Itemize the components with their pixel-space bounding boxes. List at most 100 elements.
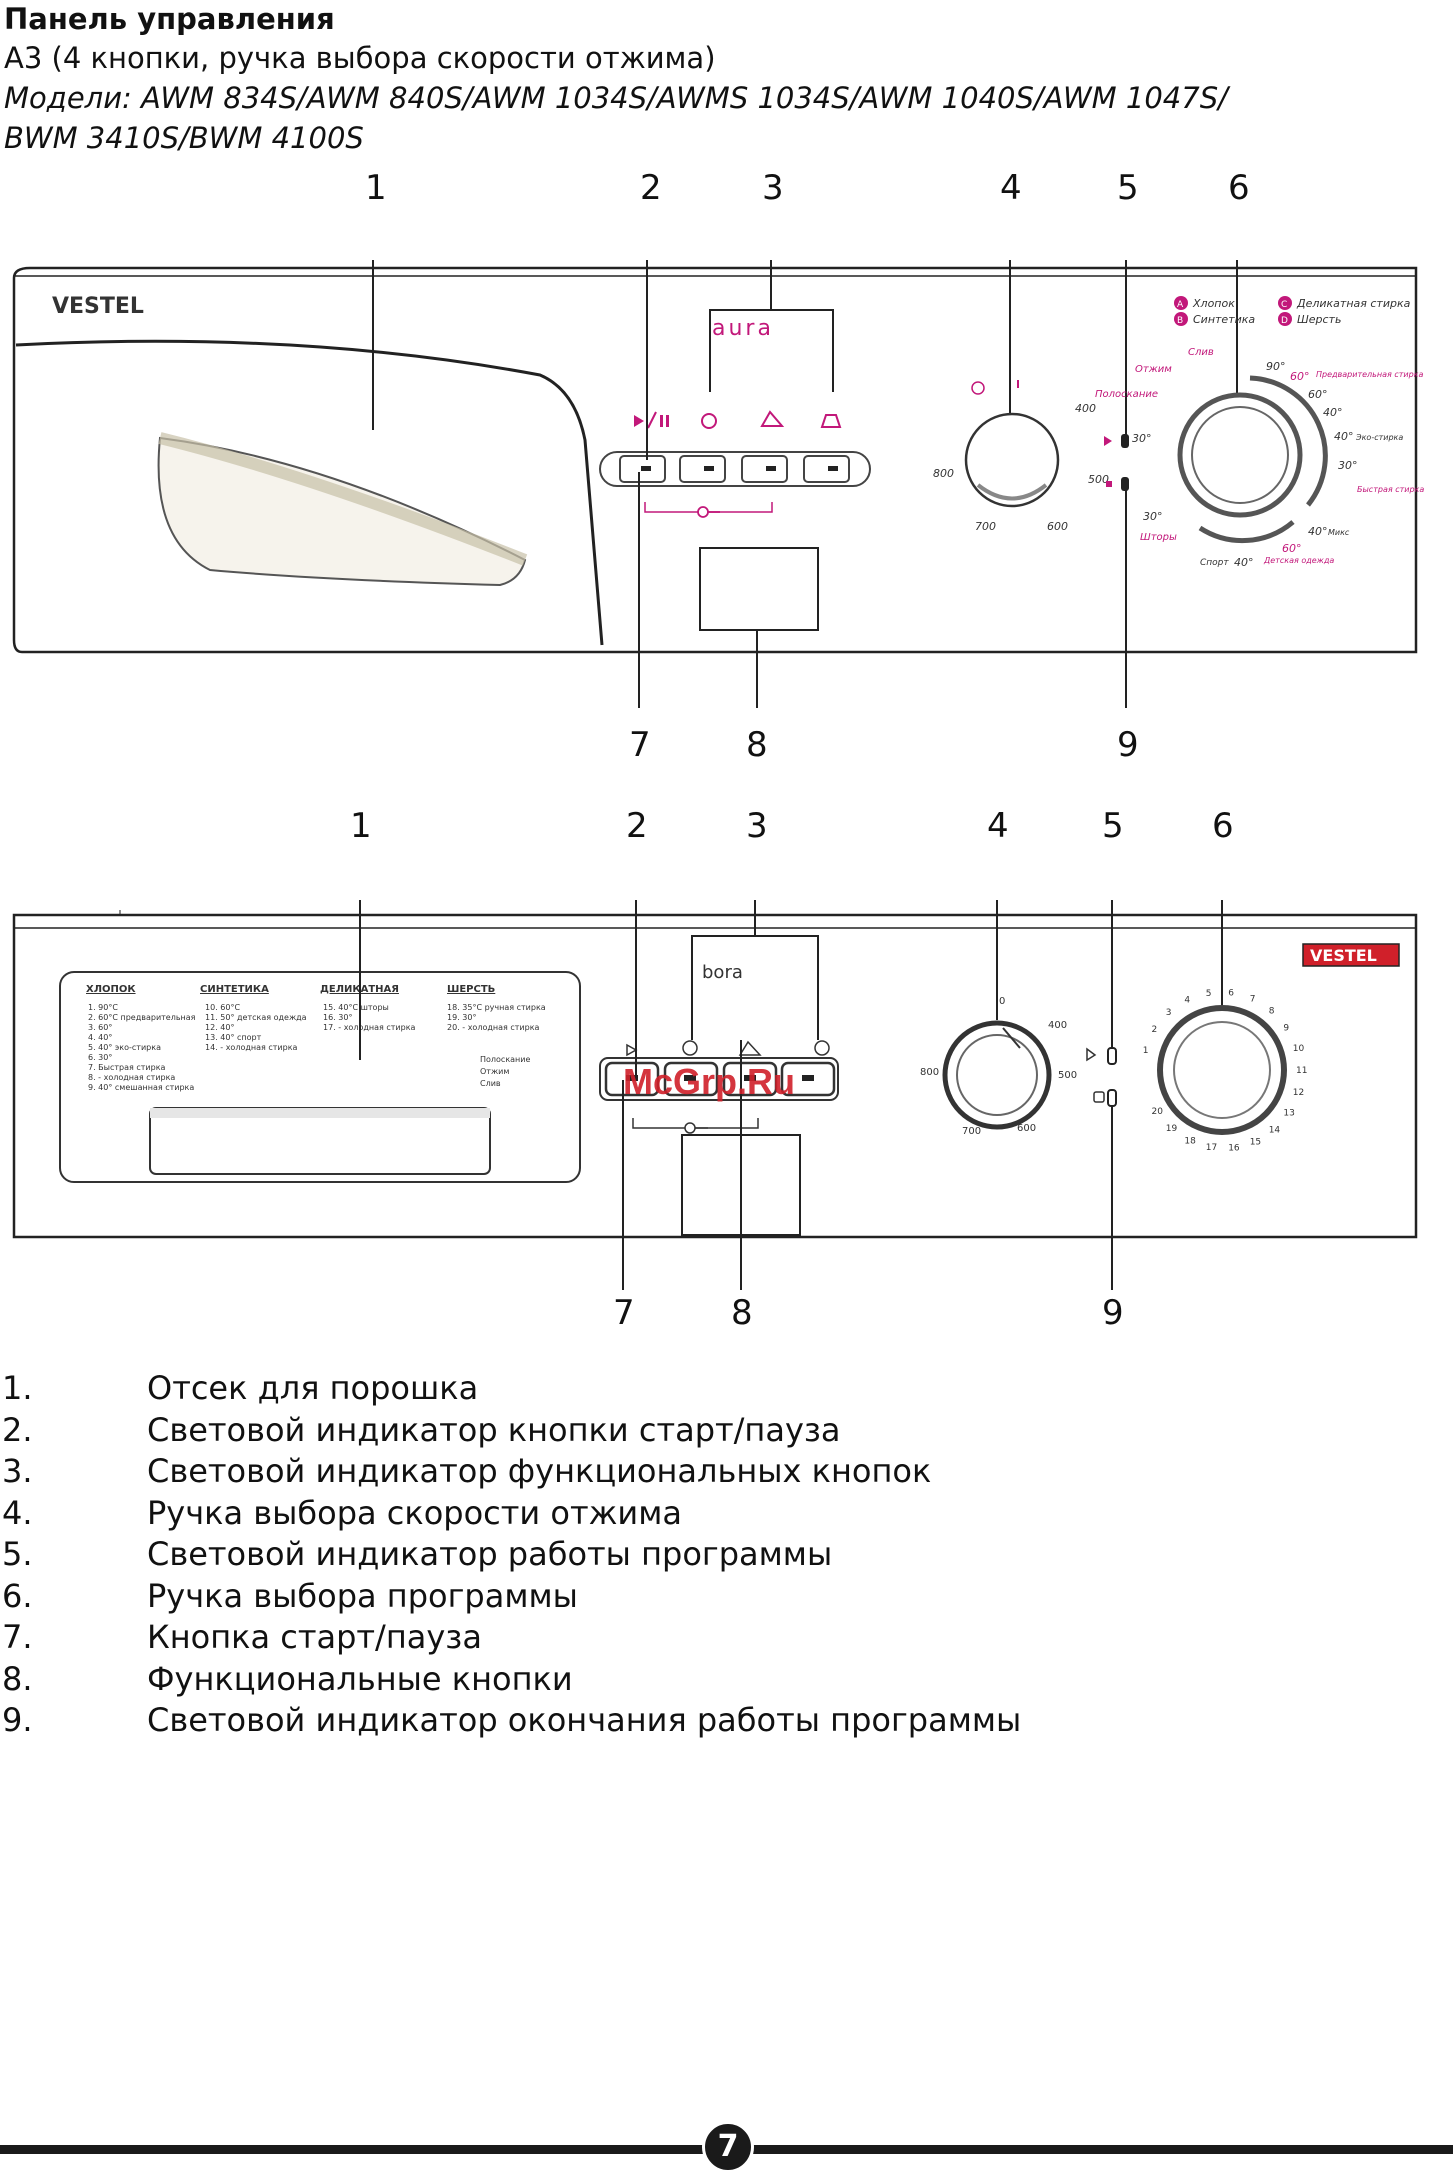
spin-600-label: 600 [1047,520,1068,533]
tray-header-synthetics: СИНТЕТИКА [200,984,269,995]
program-number-9: 9 [1283,1024,1289,1034]
callout-6-top: 6 [1228,168,1250,208]
label-kids: Детская одежда [1263,556,1334,565]
legend-letter-b: B [1177,316,1183,326]
program-knob-aura[interactable] [1177,375,1328,544]
program-number-10: 10 [1293,1044,1305,1054]
legend-cotton: Хлопок [1192,297,1235,310]
legend-item: 5.Световой индикатор работы программы [0,1534,1021,1576]
tray-extra-drain: Слив [480,1079,501,1088]
legend-text: Световой индикатор функциональных кнопок [147,1452,932,1490]
label-30a: 30° [1338,459,1358,472]
spin-400-label: 400 [1075,402,1096,415]
control-panel-bora: ХЛОПОК СИНТЕТИКА ДЕЛИКАТНАЯ ШЕРСТЬ 1. 90… [12,900,1418,1290]
legend-number: 7. [2,1618,33,1656]
legend-number: 8. [2,1659,33,1698]
label-90: 90° [1266,360,1286,373]
label-60kids: 60° [1282,542,1302,555]
callout-8-bottom: 8 [731,1293,753,1333]
tray-c2-r5: 14. - холодная стирка [205,1043,298,1052]
legend-delicate: Деликатная стирка [1296,297,1411,310]
function-button-3-aura[interactable] [803,455,850,483]
label-40mix: 40° [1308,525,1328,538]
tray-c3-r3: 17. - холодная стирка [323,1023,416,1032]
legend-text: Отсек для порошка [147,1369,479,1407]
start-pause-button-aura[interactable] [619,455,666,483]
program-number-18: 18 [1184,1136,1196,1146]
legend-synthetics: Синтетика [1193,313,1255,326]
legend-number: 3. [2,1452,33,1490]
tray-header-wool: ШЕРСТЬ [447,984,495,995]
callout-9-top: 9 [1117,725,1139,765]
callout-3-top: 3 [762,168,784,208]
program-number-5: 5 [1206,989,1212,999]
label-eco: Эко-стирка [1355,433,1403,442]
function-button-2-aura[interactable] [741,455,788,483]
tray-extra-spin: Отжим [480,1067,509,1076]
legend-text: Функциональные кнопки [147,1659,573,1698]
label-30b: 30° [1143,510,1163,523]
series-bora: bora [702,962,743,983]
label-30c: 30° [1132,432,1152,445]
models-line-2: BWM 3410S/BWM 4100S [4,121,364,155]
legend-letter-a: A [1177,300,1184,310]
page-subtitle: А3 (4 кнопки, ручка выбора скорости отжи… [4,41,716,75]
series-aura: aura [712,316,774,341]
callout-5-bottom: 5 [1102,806,1124,846]
spin-speed-knob-bora[interactable] [942,1020,1052,1130]
label-drain: Слив [1188,347,1214,358]
tray-c2-r3: 12. 40° [205,1023,234,1032]
spin-700b-label: 700 [962,1126,981,1137]
callout-2-top: 2 [640,168,662,208]
spin-500-label: 500 [1088,473,1109,486]
program-number-12: 12 [1293,1088,1304,1098]
legend-number: 6. [2,1576,33,1615]
callout-7-bottom: 7 [613,1293,635,1333]
tray-extra-rinse: Полоскание [480,1055,530,1064]
page-title: Панель управления [4,2,335,36]
play-pause-icon-bora [626,1043,638,1057]
tray-c2-r2: 11. 50° детская одежда [205,1013,307,1022]
function-button-3-bora[interactable] [780,1061,836,1097]
function-button-2-bora[interactable] [722,1061,778,1097]
program-number-20: 20 [1152,1107,1164,1117]
program-number-16: 16 [1228,1143,1240,1153]
tray-c1-r9: 9. 40° смешанная стирка [88,1083,194,1092]
callout-1-bottom: 1 [350,806,372,846]
iron-icon-bora [738,1040,762,1056]
spin-speed-knob-aura[interactable] [964,412,1060,508]
tray-c1-r4: 4. 40° [88,1033,112,1042]
program-number-13: 13 [1283,1109,1294,1119]
legend-item: 9.Световой индикатор окончания работы пр… [0,1700,1021,1742]
function-button-1-bora[interactable] [663,1061,719,1097]
program-number-7: 7 [1250,995,1256,1005]
start-pause-button-bora[interactable] [604,1061,660,1097]
tray-c1-r7: 7. Быстрая стирка [88,1063,166,1072]
legend-wool: Шерсть [1297,313,1341,326]
tray-c2-r1: 10. 60°C [205,1003,240,1012]
callout-5-top: 5 [1117,168,1139,208]
iron-icon [760,410,785,427]
function-button-1-aura[interactable] [679,455,726,483]
page-header: Панель управления А3 (4 кнопки, ручка вы… [4,0,1228,158]
program-number-3: 3 [1166,1008,1172,1018]
program-knob-bora[interactable] [1157,1005,1287,1135]
end-indicator-square-aura [1106,481,1112,487]
spin-700-label: 700 [975,520,996,533]
program-number-11: 11 [1296,1066,1307,1076]
label-40eco: 40° [1334,430,1354,443]
legend-item: 6.Ручка выбора программы [0,1576,1021,1618]
label-40sport: 40° [1234,556,1254,569]
label-60b: 60° [1308,388,1328,401]
run-indicator-led-bora [1107,1047,1117,1065]
program-number-2: 2 [1152,1025,1158,1035]
end-indicator-led-aura [1121,477,1129,491]
tray-c4-r3: 20. - холодная стирка [447,1023,540,1032]
spiral-icon [971,381,985,395]
brand-logo-bora: VESTEL [1310,946,1377,965]
label-prewash: Предварительная стирка [1316,370,1424,379]
label-curtains: Шторы [1140,532,1177,543]
callout-6-bottom: 6 [1212,806,1234,846]
callout-1-top: 1 [365,168,387,208]
program-number-8: 8 [1269,1007,1275,1017]
